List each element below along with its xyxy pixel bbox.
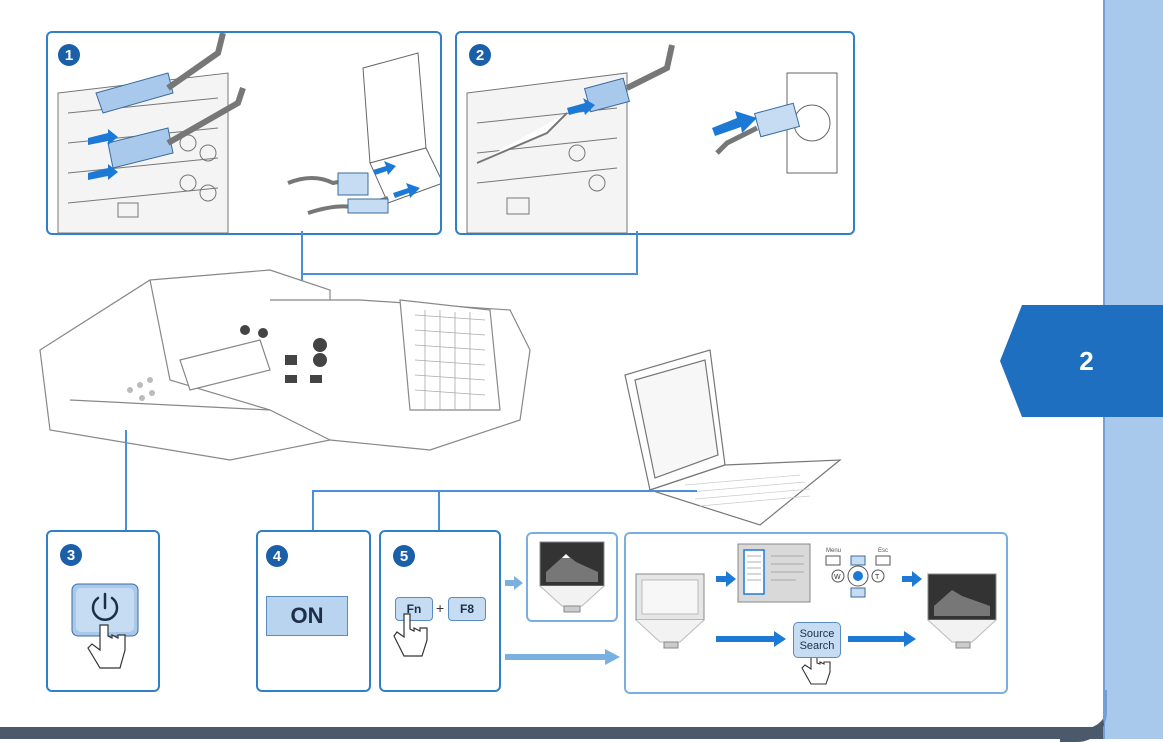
chapter-number: 2 (1000, 305, 1163, 417)
step3-panel: 3 (46, 530, 160, 692)
power-cord-illustration (457, 33, 853, 233)
step-1-badge: 1 (58, 44, 80, 66)
step-4-badge: 4 (266, 545, 288, 567)
arrow-icon (505, 648, 620, 666)
connector-line (636, 231, 638, 275)
step1-panel: 1 (46, 31, 442, 235)
remote-w-label: W (834, 574, 841, 581)
power-button[interactable] (70, 580, 142, 675)
step2-panel: 2 (455, 31, 855, 235)
source-search-button[interactable]: Source Search (793, 622, 841, 658)
step-3-badge: 3 (60, 544, 82, 566)
source-search-label-line2: Search (794, 640, 840, 652)
projected-image-panel (526, 532, 618, 622)
cable-connection-illustration (48, 33, 440, 233)
source-search-label-line1: Source (794, 628, 840, 640)
projected-image (528, 534, 616, 620)
f8-key[interactable]: F8 (448, 597, 486, 621)
connector-line (312, 490, 314, 532)
on-label: ON (266, 596, 348, 636)
plus-sign: + (436, 600, 444, 616)
remote-t-label: T (875, 574, 880, 581)
step-2-badge: 2 (469, 44, 491, 66)
projector-illustration (30, 260, 550, 500)
connector-line (125, 430, 127, 530)
connector-line (438, 490, 440, 532)
connector-line (312, 490, 697, 492)
source-search-panel: W T Menu Esc (624, 532, 1008, 694)
source-search-illustration: W T Menu Esc (626, 534, 1006, 692)
svg-text:Menu: Menu (826, 548, 841, 554)
hand-pointer-icon (802, 654, 830, 684)
bottom-band (0, 727, 1103, 739)
step-5-badge: 5 (393, 545, 415, 567)
arrow-icon (505, 576, 523, 590)
svg-text:Esc: Esc (878, 548, 888, 554)
hand-pointer-icon (392, 612, 432, 662)
laptop-illustration (610, 340, 850, 530)
